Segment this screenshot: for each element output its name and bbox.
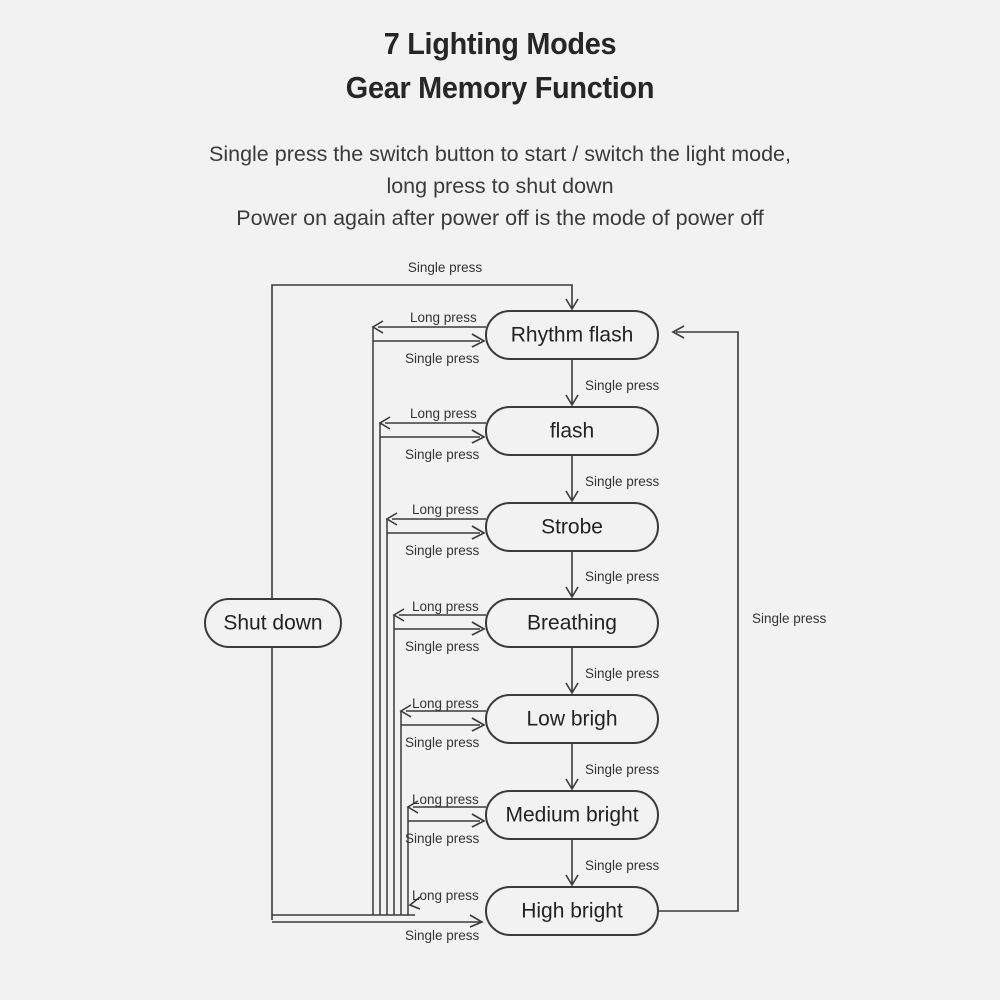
bottom-single-press-rail [272,914,484,928]
node-label-flash: flash [550,420,594,443]
edge-label-long-press-2: Long press [410,406,477,421]
node-row-breathing: Long press Single press Breathing Single… [392,598,660,695]
edge-label-chain-6: Single press [585,858,660,873]
edge-label-single-press-2: Single press [405,447,480,462]
page-title: 7 Lighting Modes Gear Memory Function [0,22,1000,110]
edge-label-single-press-3: Single press [405,543,480,558]
node-row-flash: Long press Single press flash Single pre… [378,406,660,503]
edge-label-single-press-4: Single press [405,639,480,654]
title-line-2: Gear Memory Function [345,70,655,105]
node-label-breathing: Breathing [527,612,617,635]
node-row-strobe: Long press Single press Strobe Single pr… [385,502,660,599]
subtitle-line-3: Power on again after power off is the mo… [236,206,764,230]
edge-label-long-press-1: Long press [410,310,477,325]
edge-label-chain-5: Single press [585,762,660,777]
node-label-high-bright: High bright [521,900,623,923]
node-shut-down[interactable] [204,598,342,648]
node-row-low-bright: Long press Single press Low brigh Single… [399,694,660,791]
node-row-high-bright: Long press Single press High bright [405,886,659,943]
edge-label-chain-2: Single press [585,474,660,489]
node-row-rhythm-flash: Long press Single press Rhythm flash Sin… [371,310,660,407]
node-label-low-bright: Low brigh [526,708,617,731]
edge-label-long-press-5: Long press [412,696,479,711]
edge-label-chain-3: Single press [585,569,660,584]
subtitle-line-1: Single press the switch button to start … [209,142,791,166]
edge-label-chain-1: Single press [585,378,660,393]
edge-wrap-around-single-press: Single press [658,325,827,912]
edge-label-single-press-7: Single press [405,928,480,943]
node-label-shut-down: Shut down [223,612,322,635]
edge-label-single-press-1: Single press [405,351,480,366]
edge-label-long-press-6: Long press [412,792,479,807]
node-shut-down-group: Shut down [204,598,342,648]
edge-label-start-single-press: Single press [408,260,483,275]
node-label-rhythm-flash: Rhythm flash [511,324,634,347]
edge-label-chain-4: Single press [585,666,660,681]
node-label-medium-bright: Medium bright [505,804,638,827]
edge-label-long-press-3: Long press [412,502,479,517]
edge-label-long-press-4: Long press [412,599,479,614]
page-subtitle: Single press the switch button to start … [0,138,1000,234]
long-press-rail-bundle [372,327,409,915]
title-line-1: 7 Lighting Modes [383,26,617,61]
edge-label-long-press-7: Long press [412,888,479,903]
edge-label-single-press-5: Single press [405,735,480,750]
edge-label-wrap-around: Single press [752,611,827,626]
node-label-strobe: Strobe [541,516,603,539]
edge-label-single-press-6: Single press [405,831,480,846]
subtitle-line-2: long press to shut down [386,174,614,198]
node-row-medium-bright: Long press Single press Medium bright Si… [405,790,660,887]
